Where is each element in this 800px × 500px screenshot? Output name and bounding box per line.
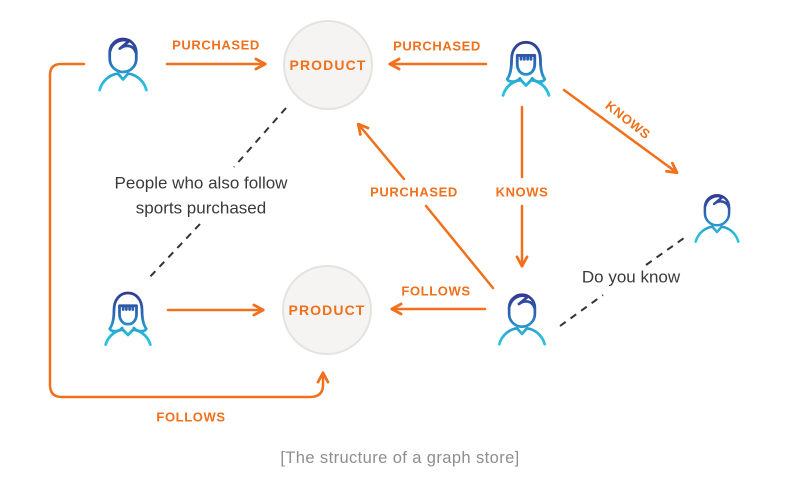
edge-purchased-diagonal-upper (356, 122, 406, 181)
dashed-line-follow-note-upper (233, 107, 287, 168)
man-icon-bottom-center (489, 286, 555, 352)
edge-follows-long (48, 62, 330, 399)
note-follow-sports: People who also follow sports purchased (115, 171, 288, 220)
dashed-line-follow-note-lower (146, 223, 201, 281)
man-icon-top-left (89, 30, 157, 98)
edge-label-purchased-diagonal: PURCHASED (370, 184, 458, 200)
edge-label-follows-bottom: FOLLOWS (156, 409, 226, 425)
dashed-line-know-note-lower (559, 294, 604, 327)
product-node-bottom: PRODUCT (282, 265, 372, 355)
woman-icon-top-right (491, 33, 561, 103)
edge-knows-diagonal (562, 88, 679, 175)
diagram-caption: [The structure of a graph store] (280, 449, 520, 467)
edge-label-purchased-top-left: PURCHASED (172, 37, 260, 53)
product-node-top: PRODUCT (283, 20, 373, 110)
note-follow-sports-line1: People who also follow (114, 173, 288, 193)
product-node-bottom-label: PRODUCT (288, 302, 366, 318)
product-node-top-label: PRODUCT (289, 57, 367, 73)
edge-label-follows-mid: FOLLOWS (401, 283, 471, 299)
edge-label-purchased-top-right: PURCHASED (393, 38, 481, 54)
woman-icon-bottom-left (94, 284, 162, 352)
edge-purchased-diagonal-lower (424, 204, 495, 290)
note-follow-sports-line2: sports purchased (135, 198, 267, 217)
edge-label-knows-vertical: KNOWS (495, 184, 549, 200)
dashed-line-know-note-upper (645, 237, 685, 266)
man-icon-right (686, 187, 748, 249)
note-do-you-know: Do you know (581, 267, 681, 287)
